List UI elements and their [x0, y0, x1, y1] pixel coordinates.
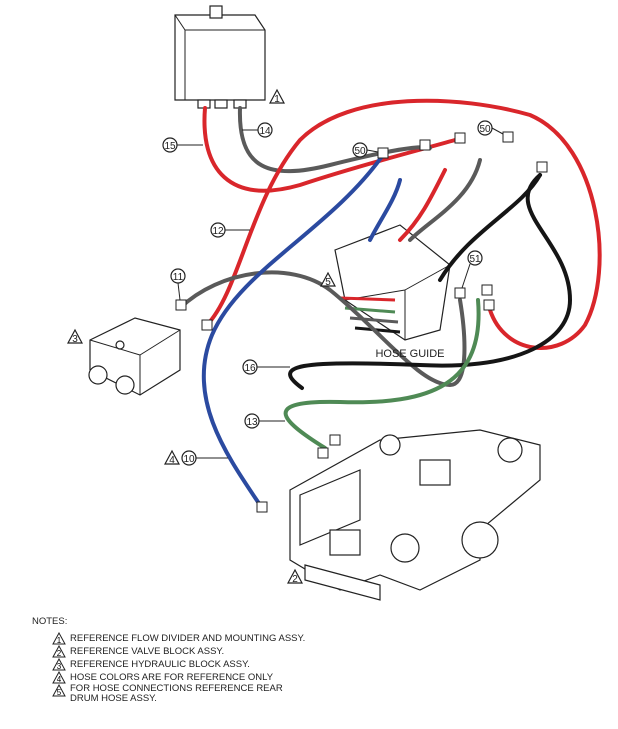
note-item: 3 REFERENCE HYDRAULIC BLOCK ASSY. [52, 658, 310, 671]
svg-text:2: 2 [292, 574, 298, 585]
hose-blue-link [368, 178, 402, 242]
svg-text:10: 10 [183, 454, 195, 465]
hose-gray-link [408, 158, 482, 242]
notes-title: NOTES: [32, 616, 68, 627]
svg-text:1: 1 [274, 94, 280, 105]
svg-text:3: 3 [72, 334, 78, 345]
hose-fittings [175, 131, 548, 513]
note-text: FOR HOSE CONNECTIONS REFERENCE REAR DRUM… [70, 683, 283, 704]
hose-guide-label: HOSE GUIDE [375, 348, 444, 360]
flag-icon: 5 [52, 684, 66, 697]
valve-block-assembly [289, 429, 541, 601]
svg-text:2: 2 [57, 649, 62, 658]
flag-icon: 4 [52, 671, 66, 684]
flag-icon: 3 [52, 658, 66, 671]
note-text: HOSE COLORS ARE FOR REFERENCE ONLY [70, 672, 274, 683]
callout-13: 13 [244, 413, 285, 429]
svg-text:12: 12 [212, 226, 224, 237]
svg-text:14: 14 [259, 126, 271, 137]
svg-text:4: 4 [169, 455, 175, 466]
note-item: 2 REFERENCE VALVE BLOCK ASSY. [52, 645, 310, 658]
callout-50-left: 50 [352, 142, 379, 158]
svg-text:51: 51 [469, 254, 481, 265]
callout-10: 10 [181, 450, 228, 466]
svg-text:1: 1 [57, 636, 62, 645]
hose-11-gray [178, 270, 467, 388]
svg-text:3: 3 [57, 662, 62, 671]
svg-text:4: 4 [57, 675, 62, 684]
svg-text:50: 50 [479, 124, 491, 135]
flow-divider-assembly [174, 5, 266, 109]
hose-10-blue [201, 153, 385, 510]
flag-5: 5 [319, 271, 337, 288]
hose-15-red [202, 106, 457, 193]
hose-red-link [398, 168, 447, 242]
callout-11: 11 [170, 268, 186, 301]
hose-16-black [288, 173, 573, 390]
hose-13-green [283, 298, 481, 450]
svg-text:5: 5 [325, 277, 331, 288]
svg-text:11: 11 [173, 272, 184, 283]
note-text: REFERENCE FLOW DIVIDER AND MOUNTING ASSY… [70, 633, 306, 644]
callout-16: 16 [242, 359, 290, 375]
svg-text:13: 13 [246, 417, 258, 428]
note-item: 5 FOR HOSE CONNECTIONS REFERENCE REAR DRU… [52, 684, 310, 704]
callout-14: 14 [242, 122, 273, 138]
callout-12: 12 [210, 222, 250, 238]
note-item: 1 REFERENCE FLOW DIVIDER AND MOUNTING ASS… [52, 632, 310, 645]
callout-50-right: 50 [477, 120, 504, 136]
flag-3: 3 [66, 328, 84, 345]
flag-2: 2 [286, 568, 304, 585]
hose-black-link [438, 173, 542, 282]
hose-14-gray [237, 106, 432, 174]
svg-text:15: 15 [164, 141, 176, 152]
note-item: 4 HOSE COLORS ARE FOR REFERENCE ONLY [52, 671, 310, 684]
callout-15: 15 [162, 137, 203, 153]
flag-icon: 1 [52, 632, 66, 645]
svg-text:16: 16 [244, 363, 256, 374]
note-text: REFERENCE HYDRAULIC BLOCK ASSY. [70, 659, 250, 670]
svg-text:5: 5 [57, 688, 62, 697]
flag-1: 1 [268, 88, 286, 105]
hose-guide [334, 224, 451, 341]
flag-icon: 2 [52, 645, 66, 658]
hydraulic-block-assembly [88, 317, 181, 396]
hose-12-red [205, 98, 602, 350]
flag-4: 4 [163, 449, 181, 466]
notes-section: NOTES: 1 REFERENCE FLOW DIVIDER AND MOUNT… [32, 615, 310, 704]
svg-text:50: 50 [354, 146, 366, 157]
note-text: REFERENCE VALVE BLOCK ASSY. [70, 646, 225, 657]
callout-51: 51 [461, 250, 483, 289]
